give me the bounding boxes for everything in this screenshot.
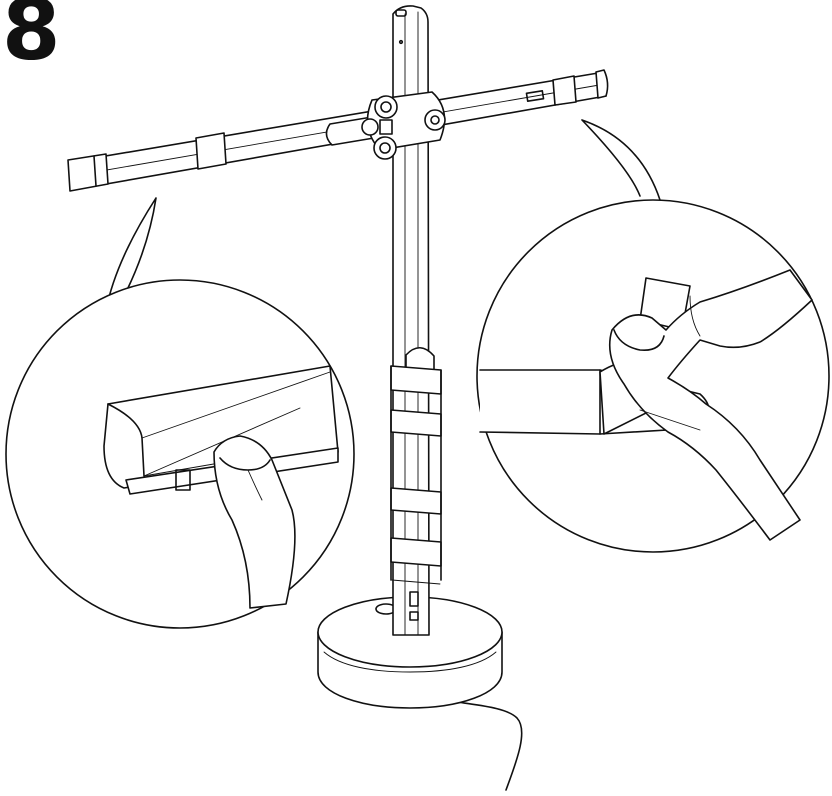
callout-pointer-right: [582, 120, 660, 200]
stem-packaging-tape: [391, 348, 441, 620]
power-cable: [446, 700, 522, 790]
hand-right: [610, 270, 812, 540]
hand-left: [214, 436, 295, 608]
lamp-arm: [68, 70, 608, 191]
lamp-stem: [393, 6, 429, 635]
right-detail-callout: [477, 120, 829, 552]
left-detail-callout: [6, 198, 354, 628]
arm-joint: [362, 92, 445, 159]
step-number: 8: [2, 0, 60, 79]
